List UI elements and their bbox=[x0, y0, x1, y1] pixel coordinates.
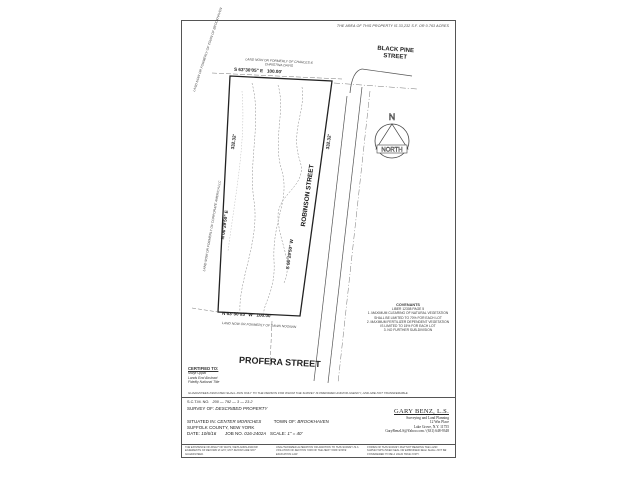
situated-row: SITUATED IN: CENTER MORICHES TOWN OF: BR… bbox=[187, 419, 329, 424]
area-note: THE AREA OF THIS PROPERTY IS 33,232 S.F.… bbox=[336, 24, 449, 28]
guarantee-note: GUARANTEES INDICATED SHALL RUN ONLY TO T… bbox=[188, 391, 409, 395]
svg-text:NORTH: NORTH bbox=[381, 148, 402, 154]
footer-notes: THE EXISTENCE OF RIGHT OF WAYS, WETLANDS… bbox=[182, 444, 455, 458]
county-row: SUFFOLK COUNTY, NEW YORK bbox=[187, 425, 255, 430]
footer-note-3: COPIES OF THIS SURVEY MAP NOT BEARING TH… bbox=[367, 446, 447, 456]
sctm-row: S.C.T.M. NO. 200 — 792 — 3 — 23.2 bbox=[187, 400, 253, 404]
property-boundary bbox=[217, 75, 333, 317]
certified-to-block: CERTIFIED TO: Marjit Uppal Lands End Abs… bbox=[188, 366, 220, 384]
date-row: DATE: 10/6/16 JOB NO. 016-2402A SCALE: 1… bbox=[187, 431, 303, 436]
covenants-block: COVENANTS LIBER 12308 PAGE 5 1. MAXIMUM … bbox=[366, 303, 450, 333]
surveyor-block: GARY BENZ, L.S. Surveying and Land Plann… bbox=[385, 408, 449, 433]
site-plan-drawing: N NORTH bbox=[191, 68, 418, 384]
footer-note-1: THE EXISTENCE OF RIGHT OF WAYS, WETLANDS… bbox=[185, 446, 258, 456]
survey-of-row: SURVEY OF: DESCRIBED PROPERTY bbox=[187, 406, 268, 411]
footer-note-2: UNAUTHORIZED ALTERATION OR ADDITION TO T… bbox=[276, 446, 359, 456]
survey-sheet: THE AREA OF THIS PROPERTY IS 33,232 S.F.… bbox=[181, 7, 456, 458]
title-block: S.C.T.M. NO. 200 — 792 — 3 — 23.2 SURVEY… bbox=[182, 397, 455, 458]
svg-text:N: N bbox=[389, 112, 396, 122]
north-arrow-icon: N NORTH bbox=[374, 112, 410, 159]
black-pine-street-label: BLACK PINE STREET bbox=[377, 45, 415, 61]
